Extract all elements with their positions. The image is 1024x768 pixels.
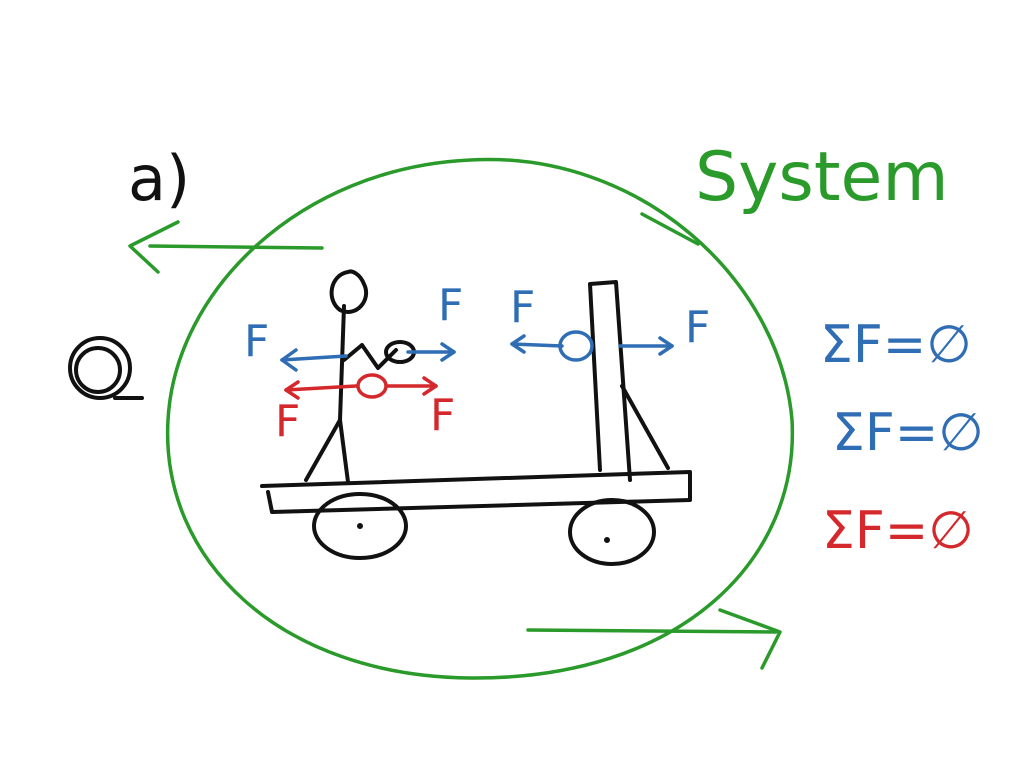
equation-blue-2: ΣF=∅ (832, 403, 984, 463)
green-arrow-left (128, 220, 324, 274)
post (588, 280, 670, 482)
blue-f-left-person: F (244, 316, 269, 367)
system-boundary (165, 157, 795, 680)
blue-f-right-person: F (438, 280, 463, 331)
stick-person (304, 269, 416, 484)
green-arrow-right (526, 608, 782, 670)
cart-platform (260, 470, 692, 514)
red-f-right: F (430, 390, 455, 441)
problem-label-group: a) (128, 142, 190, 215)
green-tick (640, 212, 700, 246)
blue-force-person-right (406, 342, 456, 362)
red-force-left (284, 373, 388, 400)
blue-f-left-post: F (510, 282, 535, 333)
person-leg-right (338, 418, 350, 484)
blue-force-post-left (510, 330, 594, 362)
equation-blue-1: ΣF=∅ (820, 315, 972, 375)
blue-force-post-right (618, 336, 674, 356)
blue-f-right-post: F (685, 302, 710, 353)
red-f-left: F (275, 396, 300, 447)
cart-wheel-right (568, 498, 656, 566)
person-body (338, 304, 346, 422)
problem-label: a) (128, 142, 190, 215)
red-force-right (386, 376, 438, 396)
system-label: System (695, 138, 949, 217)
observer-circle (68, 336, 144, 400)
person-leg-left (304, 418, 342, 482)
equation-red-3: ΣF=∅ (822, 501, 974, 561)
cart (260, 470, 692, 566)
cart-wheel-left (312, 492, 408, 560)
blue-force-person-left (280, 348, 348, 372)
person-head (329, 269, 368, 314)
